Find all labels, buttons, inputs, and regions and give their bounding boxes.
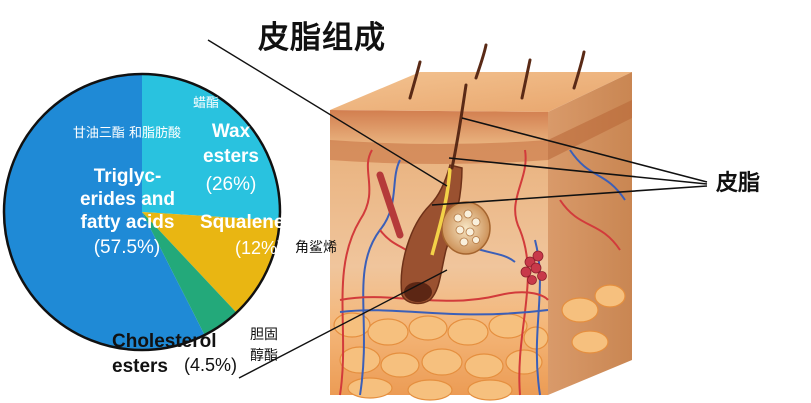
skin-top-face — [330, 72, 632, 112]
slice-label-triglycerides: Triglyc- erides and fatty acids — [79, 166, 176, 234]
slice-triglycerides — [4, 74, 205, 350]
slice-label-cholesterol-cn: 胆固 醇酯 — [250, 327, 278, 364]
slice-label-wax: Wax esters — [203, 121, 259, 167]
slice-label-triglycerides-pct: (57.5%) — [93, 237, 161, 258]
slice-label-squalene-pct: (12%) — [234, 238, 283, 258]
slice-label-wax-pct: (26%) — [205, 174, 257, 195]
sebum-pie-chart — [4, 74, 280, 350]
slice-label-cholesterol-pct: (4.5%) — [183, 355, 237, 375]
slice-label-triglycerides-cn: 甘油三酯 和脂肪酸 — [72, 126, 182, 141]
diagram-title: 皮脂组成 — [258, 20, 386, 56]
slice-label-squalene-cn: 角鲨烯 — [295, 240, 337, 256]
sebaceous-gland — [441, 201, 491, 255]
slice-label-squalene: Squalene — [200, 212, 285, 233]
slice-wax-esters — [142, 74, 280, 221]
slice-label-cholesterol: Cholesterol esters — [112, 331, 217, 377]
slice-squalene — [142, 212, 280, 313]
sebum-pointer-lines — [431, 117, 708, 206]
slice-cholesterol-esters — [142, 212, 237, 335]
magnifier-circle — [2, 72, 282, 352]
sebum-label: 皮脂 — [716, 171, 761, 196]
skin-illustration — [330, 43, 632, 401]
slice-label-wax-cn: 蜡酯 — [192, 96, 219, 111]
sweat-gland — [520, 250, 547, 285]
